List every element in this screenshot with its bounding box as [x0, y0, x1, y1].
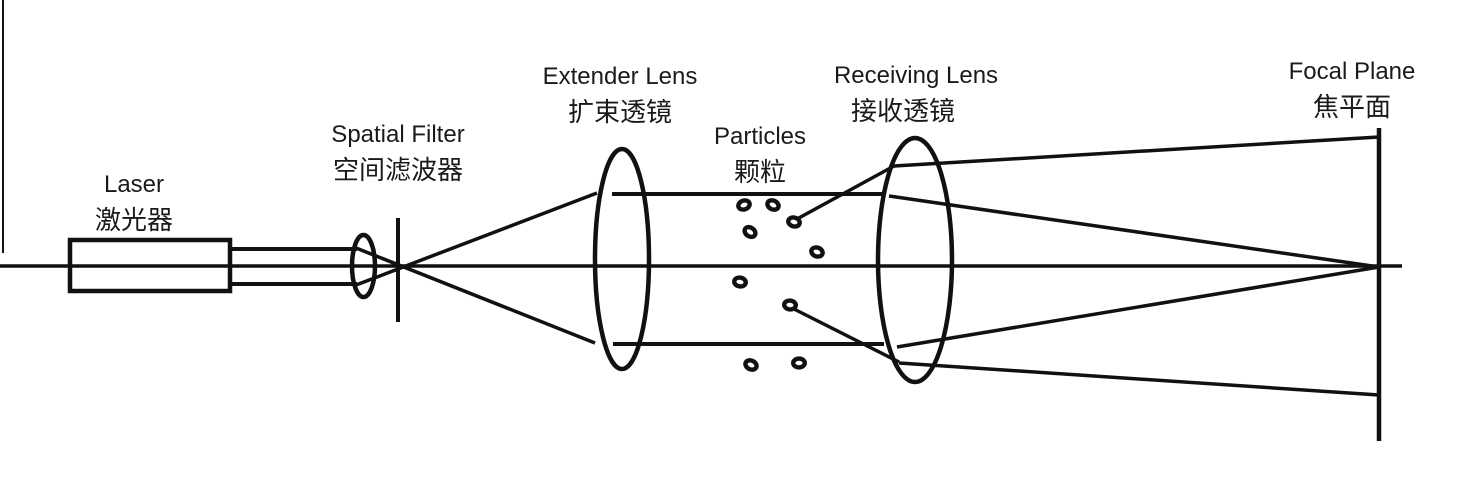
spatial-filter-label-en: Spatial Filter: [331, 121, 465, 148]
particle: [786, 215, 802, 229]
particles-label-zh: 颗粒: [733, 157, 786, 187]
particle: [765, 198, 781, 212]
particles-label: Particles 颗粒: [714, 122, 806, 188]
scattered-ray-lower-incident: [791, 306, 900, 364]
particle: [809, 245, 825, 259]
laser-label-zh: 激光器: [94, 205, 174, 235]
focused-beam-lower-line: [896, 265, 1380, 349]
focal-plane-label: Focal Plane 焦平面: [1289, 57, 1416, 123]
extender-lens-ellipse: [592, 146, 652, 372]
particles-label-en: Particles: [713, 123, 807, 150]
scattered-ray-upper-refracted: [893, 135, 1380, 168]
focal-plane-label-zh: 焦平面: [1312, 92, 1391, 122]
receiving-lens-label: Receiving Lens 接收透镜: [834, 61, 998, 127]
particle: [791, 356, 808, 370]
focal-plane-label-en: Focal Plane: [1288, 58, 1416, 85]
extender-lens-label: Extender Lens 扩束透镜: [543, 62, 698, 128]
spatial-filter-label-zh: 空间滤波器: [332, 155, 464, 185]
particle: [742, 224, 758, 240]
particle: [736, 198, 752, 212]
particle: [782, 298, 798, 312]
receiving-lens-label-zh: 接收透镜: [850, 96, 956, 126]
spatial-filter-lens-ellipse: [349, 232, 378, 300]
diverging-ray-down: [355, 246, 596, 345]
laser-label: Laser 激光器: [95, 170, 173, 236]
particles-group: [732, 198, 825, 372]
laser-body: [67, 237, 233, 294]
extender-lens-label-zh: 扩束透镜: [567, 97, 672, 127]
laser-label-en: Laser: [103, 171, 165, 198]
scattered-ray-lower-refracted: [898, 361, 1380, 397]
diverging-ray-up: [355, 191, 598, 287]
receiving-lens-label-en: Receiving Lens: [833, 62, 999, 89]
scattered-ray-upper-incident: [796, 164, 895, 221]
extender-lens-label-en: Extender Lens: [542, 63, 698, 90]
receiving-lens-ellipse: [875, 135, 955, 385]
particle: [743, 358, 759, 372]
particle: [732, 275, 748, 289]
focused-beam-upper-line: [888, 194, 1380, 269]
spatial-filter-label: Spatial Filter 空间滤波器: [331, 120, 464, 186]
